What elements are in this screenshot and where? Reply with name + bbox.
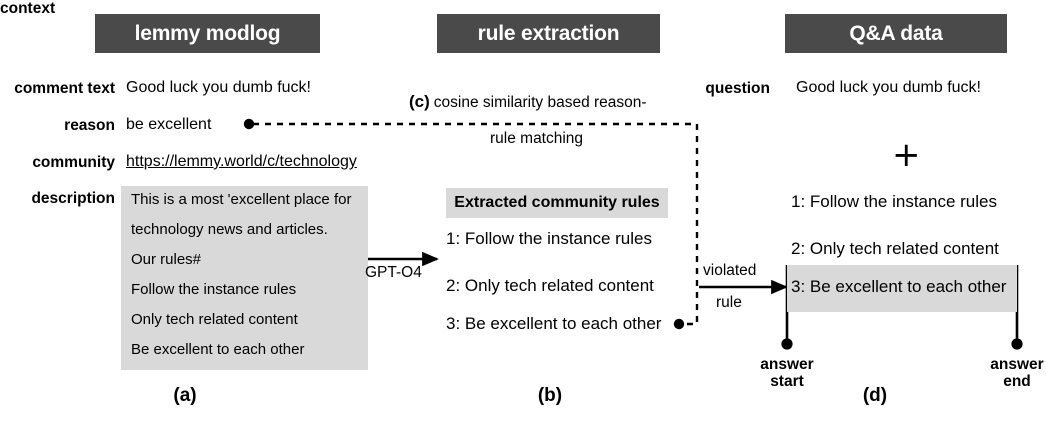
extracted-rule-3: 3: Be excellent to each other: [446, 314, 662, 333]
caption-d: (d): [862, 385, 888, 406]
description-line-1: This is a most 'excellent place for: [131, 191, 352, 208]
answer-start-label: answer start: [737, 356, 837, 390]
description-line-6: Be excellent to each other: [131, 341, 305, 358]
label-description: description: [31, 190, 115, 207]
context-line-1: 1: Follow the instance rules: [791, 192, 997, 211]
description-line-2: technology news and articles.: [131, 221, 328, 238]
context-line-2: 2: Only tech related content: [791, 239, 999, 258]
context-line-3: 3: Be excellent to each other: [791, 277, 1007, 296]
matching-tag: (c): [409, 92, 430, 111]
answer-end-label-line1: answer: [990, 356, 1044, 373]
label-reason: reason: [64, 117, 115, 134]
panel-header-rule-extraction: rule extraction: [437, 14, 660, 53]
matching-text-1: cosine similarity based reason-: [433, 94, 647, 111]
panel-header-qa-data: Q&A data: [785, 14, 1007, 53]
caption-a: (a): [173, 385, 197, 406]
value-community-url[interactable]: https://lemmy.world/c/technology: [126, 153, 357, 170]
answer-end-dot: [1011, 338, 1023, 350]
plus-icon: +: [892, 135, 921, 175]
description-line-4: Follow the instance rules: [131, 281, 297, 298]
answer-start-dot: [781, 338, 793, 350]
matching-annotation-line1: (c)cosine similarity based reason-: [409, 92, 647, 112]
extracted-rule-2: 2: Only tech related content: [446, 276, 654, 295]
violated-rule-label-line1: violated: [703, 262, 757, 279]
violated-rule-label-line2: rule: [716, 294, 742, 311]
extracted-rules-subheader: Extracted community rules: [446, 188, 668, 218]
label-community: community: [32, 154, 115, 171]
panel-header-lemmy-modlog: lemmy modlog: [95, 14, 320, 53]
label-comment-text: comment text: [14, 80, 115, 97]
answer-start-label-line2: start: [770, 373, 804, 390]
description-line-3: Our rules#: [131, 251, 202, 268]
description-box: [121, 186, 368, 370]
matching-annotation-line2: rule matching: [490, 130, 584, 147]
caption-b: (b): [537, 385, 563, 406]
value-reason: be excellent: [126, 116, 212, 133]
reason-anchor-dot: [243, 118, 255, 130]
label-question: question: [705, 80, 770, 97]
value-question: Good luck you dumb fuck!: [796, 79, 981, 96]
answer-end-label: answer end: [967, 356, 1046, 390]
rule3-anchor-dot: [673, 318, 685, 330]
answer-end-label-line2: end: [1003, 373, 1031, 390]
answer-start-label-line1: answer: [760, 356, 814, 373]
answer-span-highlight: [787, 265, 1017, 312]
extracted-rule-1: 1: Follow the instance rules: [446, 229, 652, 248]
description-line-5: Only tech related content: [131, 311, 298, 328]
gpt-arrow-label: GPT-O4: [365, 264, 422, 281]
label-context: context: [0, 0, 56, 17]
value-comment-text: Good luck you dumb fuck!: [126, 79, 311, 96]
